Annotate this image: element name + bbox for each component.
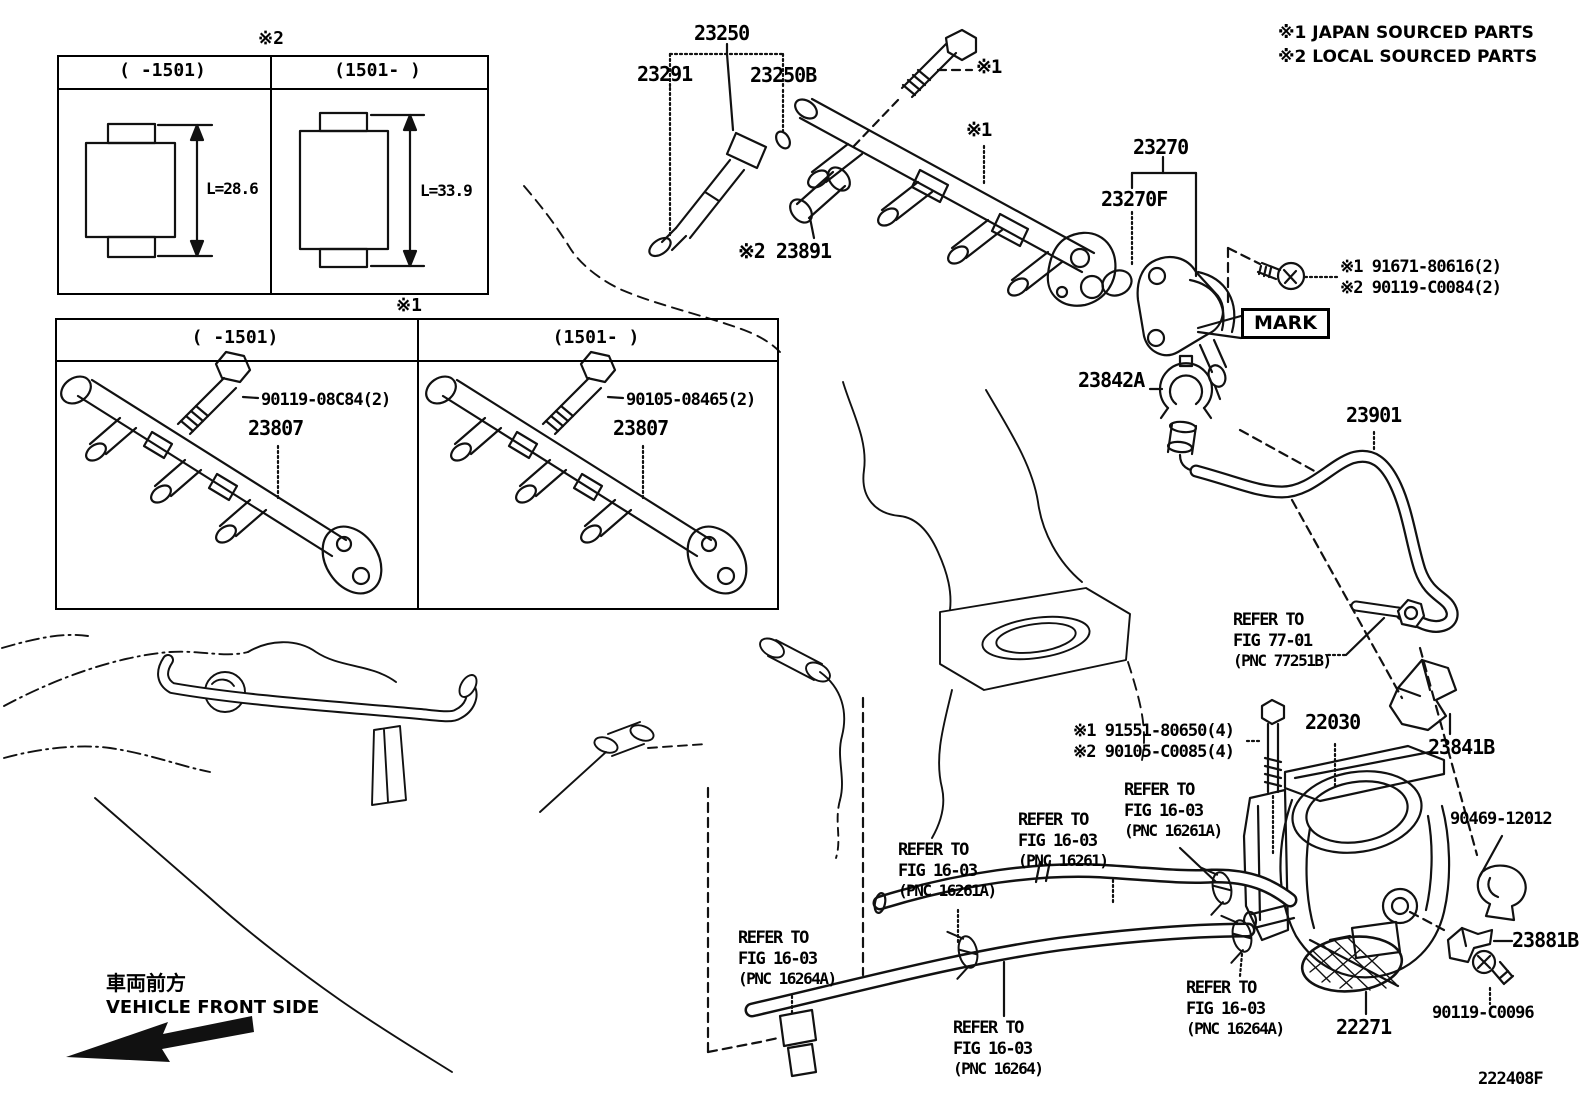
mark-indicator: MARK [1241,308,1330,339]
vehicle-front-arrow-icon [66,1016,254,1062]
part-90119-08C84[interactable]: 90119-08C84(2) [261,390,391,410]
part-23250B[interactable]: 23250B [750,63,817,87]
rail-col-left: ( -1501) [191,327,279,348]
note-star1-rail: ※1 [966,119,992,141]
vehicle-front-en: VEHICLE FRONT SIDE [106,997,320,1018]
note-star1-bolt: ※1 [976,56,1002,78]
ref-fig16-03-16261A-right: REFER TO FIG 16-03 (PNC 16261A) [1124,780,1223,841]
part-90119-C0096[interactable]: 90119-C0096 [1432,1003,1535,1023]
damper-col-left: ( -1501) [119,60,206,81]
part-23270F[interactable]: 23270F [1101,187,1168,211]
damper-spec-table [57,55,489,295]
part-90469-12012[interactable]: 90469-12012 [1450,809,1553,829]
part-23891[interactable]: ※2 23891 [738,239,832,263]
part-91671-80616[interactable]: ※1 91671-80616(2) [1340,257,1502,277]
ref-fig16-03-16264A-right: REFER TO FIG 16-03 (PNC 16264A) [1186,978,1285,1039]
part-23270[interactable]: 23270 [1133,135,1189,159]
rail-col-right: (1501- ) [552,327,640,348]
rail-table-title: ※1 [396,295,422,316]
damper-table-title: ※2 [258,28,284,49]
part-90119-C0084[interactable]: ※2 90119-C0084(2) [1340,278,1502,298]
part-90105-08465[interactable]: 90105-08465(2) [626,390,756,410]
part-23901[interactable]: 23901 [1346,403,1402,427]
damper-dim-left: L=28.6 [206,179,259,198]
vehicle-front-jp: 車両前方 [106,971,186,995]
part-90105-C0085[interactable]: ※2 90105-C0085(4) [1073,742,1235,762]
legend-japan-sourced: ※1 JAPAN SOURCED PARTS [1278,23,1534,43]
part-22271[interactable]: 22271 [1336,1015,1392,1039]
ref-fig16-03-16264A-left: REFER TO FIG 16-03 (PNC 16264A) [738,928,837,989]
part-23291[interactable]: 23291 [637,62,693,86]
part-23881B[interactable]: 23881B [1512,928,1579,952]
part-23842A[interactable]: 23842A [1078,368,1145,392]
damper-dim-right: L=33.9 [420,181,473,200]
part-91551-80650[interactable]: ※1 91551-80650(4) [1073,721,1235,741]
drawing-number: 222408F [1478,1069,1544,1089]
part-23807-left[interactable]: 23807 [248,416,304,440]
ref-fig16-03-16264: REFER TO FIG 16-03 (PNC 16264) [953,1018,1044,1079]
damper-col-right: (1501- ) [334,60,421,81]
part-23841B[interactable]: 23841B [1428,735,1495,759]
part-23807-right[interactable]: 23807 [613,416,669,440]
ref-fig16-03-16261: REFER TO FIG 16-03 (PNC 16261) [1018,810,1109,871]
legend-local-sourced: ※2 LOCAL SOURCED PARTS [1278,47,1538,67]
rail-spec-table [55,318,779,610]
ref-fig16-03-16261A-mid: REFER TO FIG 16-03 (PNC 16261A) [898,840,997,901]
ref-fig77-01: REFER TO FIG 77-01 (PNC 77251B) [1233,610,1332,671]
part-22030[interactable]: 22030 [1305,710,1361,734]
part-23250[interactable]: 23250 [694,21,750,45]
